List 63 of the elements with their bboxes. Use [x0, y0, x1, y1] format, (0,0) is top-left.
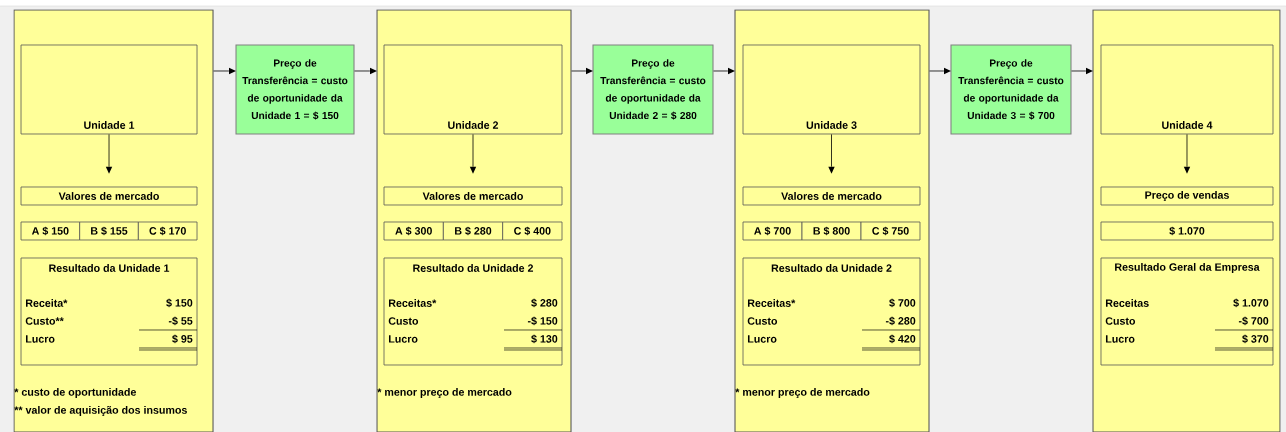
- price-cell: C $ 750: [860, 221, 921, 241]
- footnote: * custo de oportunidade: [14, 388, 136, 398]
- row-value: $ 1.070: [1233, 298, 1269, 308]
- table-heading: Resultado da Unidade 2: [413, 264, 534, 272]
- price-cell: B $ 280: [442, 221, 504, 241]
- row-value: $ 150: [166, 298, 193, 308]
- row-label: Lucro: [26, 335, 55, 343]
- transfer-price-box: Preço de Transferência = custo de oportunidade da Unidade 3 = $ 700: [950, 44, 1072, 135]
- header-box: Valores de mercado: [742, 186, 921, 206]
- row-value: -$ 150: [527, 316, 558, 326]
- row-label: Custo: [388, 317, 419, 325]
- row-label: Custo: [747, 317, 778, 325]
- row-label: Receita*: [26, 299, 68, 307]
- row-value: $ 370: [1242, 334, 1269, 344]
- row-value: -$ 700: [1238, 316, 1269, 326]
- unit-box: Unidade 2: [383, 44, 563, 135]
- price-cell: C $ 400: [502, 221, 563, 241]
- header-box: Valores de mercado: [383, 186, 563, 206]
- footnote: * menor preço de mercado: [735, 388, 870, 398]
- row-value: $ 420: [889, 334, 916, 344]
- arrow: [354, 67, 377, 75]
- row-value: -$ 55: [168, 316, 193, 326]
- row-label: Receitas*: [748, 299, 796, 307]
- arrow: [571, 67, 593, 75]
- price-cell: B $ 800: [801, 221, 862, 241]
- row-label: Lucro: [1105, 335, 1135, 343]
- footnote: ** valor de aquisição dos insumos: [14, 406, 187, 416]
- table-heading: Resultado da Unidade 1: [49, 264, 170, 272]
- unit-box: Unidade 1: [20, 44, 198, 135]
- arrow: [828, 134, 835, 174]
- transfer-price-box: Preço de Transferência = custo de oportunidade da Unidade 2 = $ 280: [592, 44, 714, 135]
- row-value: $ 95: [172, 334, 193, 344]
- row-label: Lucro: [389, 335, 418, 343]
- unit-box: Unidade 3: [742, 44, 921, 135]
- arrow: [469, 134, 477, 174]
- row-value: $ 280: [531, 298, 558, 308]
- table-heading: Resultado Geral da Empresa: [1115, 263, 1260, 273]
- row-label: Receitas*: [389, 299, 437, 307]
- arrow: [213, 67, 236, 75]
- row-label: Lucro: [748, 335, 777, 343]
- arrow: [929, 67, 951, 75]
- value-box: $ 1.070: [1100, 221, 1274, 241]
- unit-box: Unidade 4: [1100, 44, 1274, 135]
- row-value: $ 700: [889, 298, 916, 308]
- price-cell: C $ 170: [137, 221, 198, 241]
- arrow: [713, 67, 735, 75]
- row-label: Receitas: [1105, 299, 1149, 307]
- row-label: Custo: [1105, 317, 1136, 325]
- footnote: * menor preço de mercado: [377, 388, 512, 398]
- table-heading: Resultado da Unidade 2: [771, 264, 892, 272]
- row-label: Custo**: [25, 317, 64, 325]
- header-box: Valores de mercado: [20, 186, 198, 206]
- row-value: $ 130: [531, 334, 558, 344]
- header-box: Preço de vendas: [1100, 186, 1274, 206]
- transfer-price-box: Preço de Transferência = custo de oportunidade da Unidade 1 = $ 150: [235, 44, 355, 135]
- arrow: [1183, 134, 1191, 174]
- row-value: -$ 280: [885, 316, 916, 326]
- price-cell: A $ 150: [20, 221, 81, 241]
- price-cell: A $ 300: [383, 221, 444, 241]
- price-cell: B $ 155: [79, 221, 139, 241]
- arrow: [1071, 67, 1093, 75]
- price-cell: A $ 700: [742, 221, 803, 241]
- arrow: [105, 134, 113, 174]
